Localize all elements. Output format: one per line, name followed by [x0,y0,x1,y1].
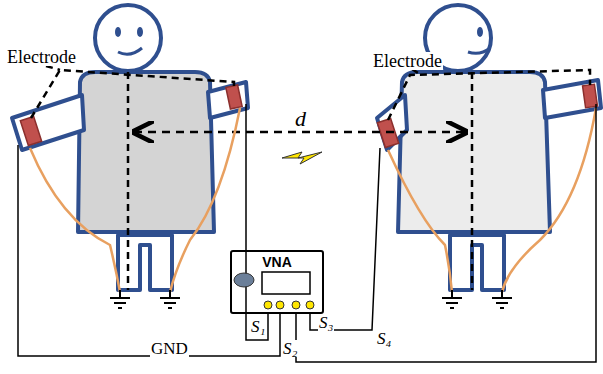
lightning-bolt [282,152,322,164]
port-label: S₁ [250,318,266,335]
port-label: S₄ [376,330,392,347]
dashed-guides [31,66,590,290]
ground-symbol [110,290,512,308]
distance-arrow [134,131,466,134]
right-face [468,27,490,53]
electrode-pad [20,84,597,147]
orange-wire [30,108,596,292]
part-label: Electrode [372,52,443,70]
port-label: S₂ [282,340,298,357]
distance-label: d [294,108,307,130]
device-name: VNA [232,252,322,270]
part-label: Electrode [6,48,77,66]
vna-box: VNA [230,250,324,314]
vna-details [234,272,314,309]
cable [18,104,596,362]
left-face [115,27,143,54]
ground-label: GND [150,340,189,357]
port-label: S₃ [318,314,334,331]
right-person [377,5,601,290]
